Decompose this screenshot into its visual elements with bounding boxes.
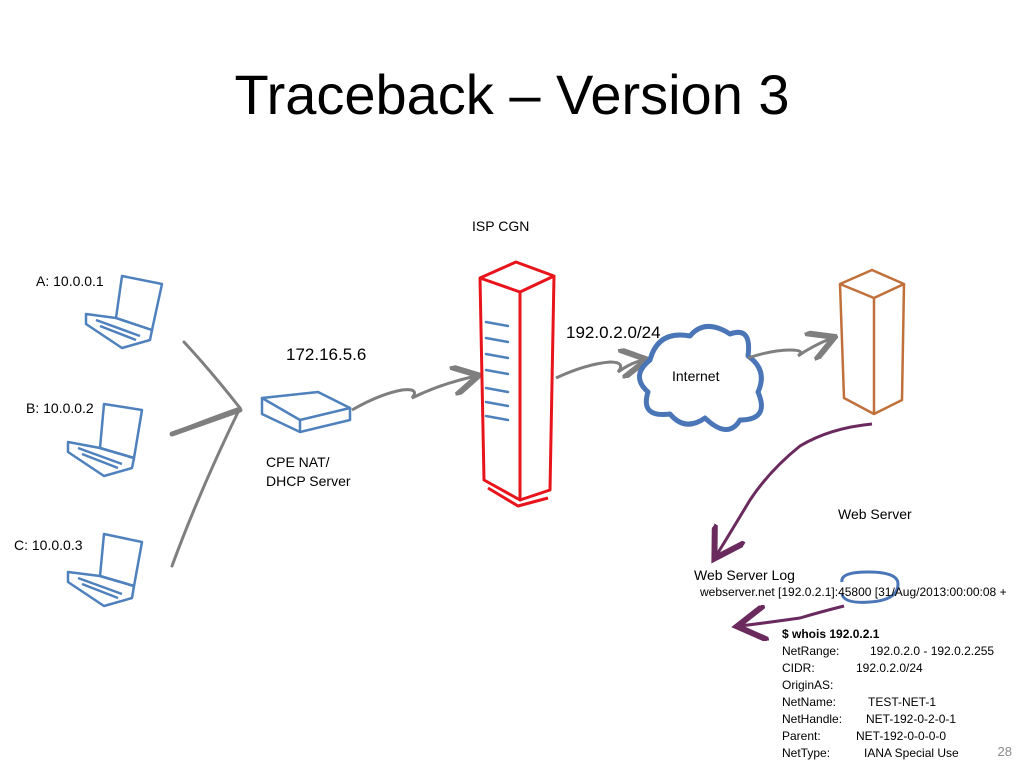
slide-title: Traceback – Version 3 bbox=[234, 63, 790, 126]
cgn-to-internet-arrow bbox=[555, 360, 644, 380]
cgn-subnet-label: 192.0.2.0/24 bbox=[566, 323, 661, 342]
whois-row: Parent:NET-192-0-0-0-0 bbox=[782, 729, 947, 743]
log-to-whois-arrow bbox=[740, 604, 845, 626]
internet-label: Internet bbox=[672, 368, 720, 384]
nat-to-cgn-arrow bbox=[351, 376, 476, 412]
server-to-log-arrow bbox=[716, 422, 873, 556]
whois-output: $ whois 192.0.2.1 NetRange:192.0.2.0 - 1… bbox=[782, 626, 995, 762]
whois-row: NetType:IANA Special Use bbox=[782, 746, 959, 760]
cpe-nat-device-icon bbox=[260, 390, 352, 434]
whois-row: NetHandle:NET-192-0-2-0-1 bbox=[782, 712, 957, 726]
host-c-label: C: 10.0.0.3 bbox=[14, 537, 83, 553]
internet-to-server-arrow bbox=[747, 338, 832, 358]
isp-cgn-tower-icon bbox=[478, 260, 556, 508]
web-server-log-title: Web Server Log bbox=[694, 567, 795, 583]
internet-cloud-icon bbox=[637, 324, 764, 432]
web-server-icon bbox=[838, 268, 906, 416]
laptop-b-icon bbox=[66, 402, 144, 478]
web-server-log-line: webserver.net [192.0.2.1]:45800 [31/Aug/… bbox=[700, 585, 1007, 599]
host-b-label: B: 10.0.0.2 bbox=[26, 400, 94, 416]
ip-highlight-circle bbox=[840, 570, 900, 604]
laptop-c-icon bbox=[66, 532, 144, 608]
whois-row: OriginAS: bbox=[782, 678, 834, 692]
slide-number: 28 bbox=[997, 744, 1012, 759]
lan-connectors bbox=[169, 340, 243, 568]
cgn-slots bbox=[484, 320, 510, 422]
whois-command: $ whois 192.0.2.1 bbox=[782, 627, 880, 641]
whois-row: NetRange:192.0.2.0 - 192.0.2.255 bbox=[782, 644, 995, 658]
web-server-label: Web Server bbox=[838, 506, 912, 522]
laptop-a-icon bbox=[84, 274, 164, 350]
whois-row: NetName:TEST-NET-1 bbox=[782, 695, 937, 709]
nat-ip-label: 172.16.5.6 bbox=[286, 345, 367, 364]
nat-label-line2: DHCP Server bbox=[266, 473, 351, 489]
cgn-label: ISP CGN bbox=[472, 218, 530, 234]
nat-label-line1: CPE NAT/ bbox=[266, 454, 330, 470]
host-a-label: A: 10.0.0.1 bbox=[36, 273, 104, 289]
whois-row: CIDR:192.0.2.0/24 bbox=[782, 661, 923, 675]
